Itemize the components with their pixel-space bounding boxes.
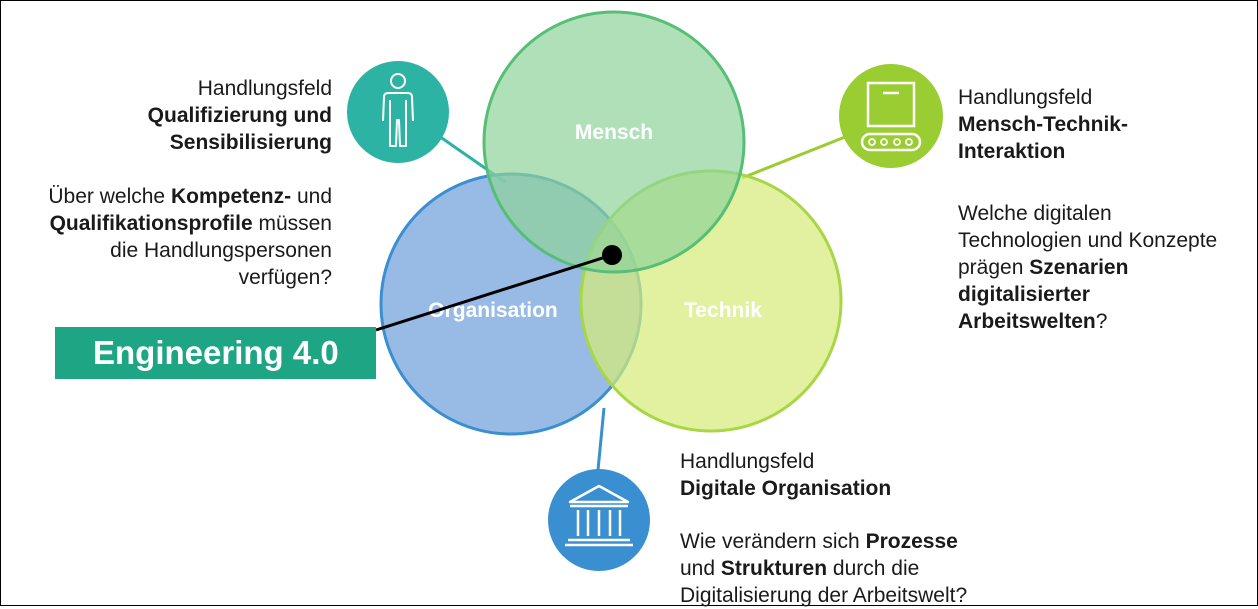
field-prefix: Handlungsfeld — [680, 450, 815, 473]
question-text: prägen — [958, 256, 1030, 279]
field-mensch-technik-title: Handlungsfeld Mensch-Technik- Interaktio… — [958, 84, 1128, 165]
field-prefix: Handlungsfeld — [197, 77, 332, 100]
conveyor-belt-icon — [839, 64, 943, 168]
question-text: durch die — [827, 557, 920, 580]
person-icon — [347, 61, 449, 163]
question-text: die Handlungspersonen — [110, 239, 332, 262]
question-text: Wie verändern sich — [680, 530, 866, 553]
question-text: Welche digitalen — [958, 202, 1112, 225]
question-text: müssen — [252, 212, 332, 235]
question-text: Digitalisierung der Arbeitswelt? — [680, 584, 968, 607]
question-text: Über welche — [48, 185, 171, 208]
label-technik: Technik — [684, 299, 762, 322]
question-highlight: Szenarien — [1029, 256, 1129, 279]
question-highlight: Kompetenz- — [170, 185, 292, 208]
engineering-label: Engineering 4.0 — [55, 327, 376, 379]
pointer-line — [375, 253, 613, 332]
circle-mensch — [482, 10, 746, 274]
institution-building-icon — [548, 469, 650, 571]
field-prefix: Handlungsfeld — [958, 86, 1093, 109]
connector-mensch-technik — [741, 135, 846, 180]
question-highlight: Arbeitswelten — [958, 310, 1096, 333]
field-title-line: Digitale Organisation — [680, 477, 892, 500]
field-digitale-organisation-title: Handlungsfeld Digitale Organisation — [680, 448, 891, 502]
connector-digitale-organisation — [596, 407, 606, 471]
question-highlight: Qualifikationsprofile — [49, 212, 253, 235]
field-title-line: Sensibilisierung — [169, 131, 332, 154]
field-title-line: Qualifizierung und — [147, 104, 332, 127]
label-organisation: Organisation — [428, 299, 558, 322]
question-text: ? — [1095, 310, 1108, 333]
field-digitale-organisation-question: Wie verändern sich Prozesse und Struktur… — [680, 528, 967, 609]
question-highlight: Strukturen — [720, 557, 828, 580]
field-qualifizierung-title: Handlungsfeld Qualifizierung und Sensibi… — [148, 75, 332, 156]
question-text: Technologien und Konzepte — [958, 229, 1218, 252]
center-dot — [602, 245, 622, 265]
label-mensch: Mensch — [575, 121, 653, 144]
field-qualifizierung-question: Über welche Kompetenz- und Qualifikation… — [48, 183, 332, 291]
question-highlight: Prozesse — [865, 530, 958, 553]
question-highlight: digitalisierter — [958, 283, 1090, 306]
field-mensch-technik-question: Welche digitalen Technologien und Konzep… — [958, 200, 1217, 335]
question-text: und — [680, 557, 721, 580]
question-text: und — [291, 185, 332, 208]
field-title-line: Mensch-Technik- — [958, 113, 1128, 136]
field-title-line: Interaktion — [958, 140, 1066, 163]
question-text: verfügen? — [238, 266, 332, 289]
